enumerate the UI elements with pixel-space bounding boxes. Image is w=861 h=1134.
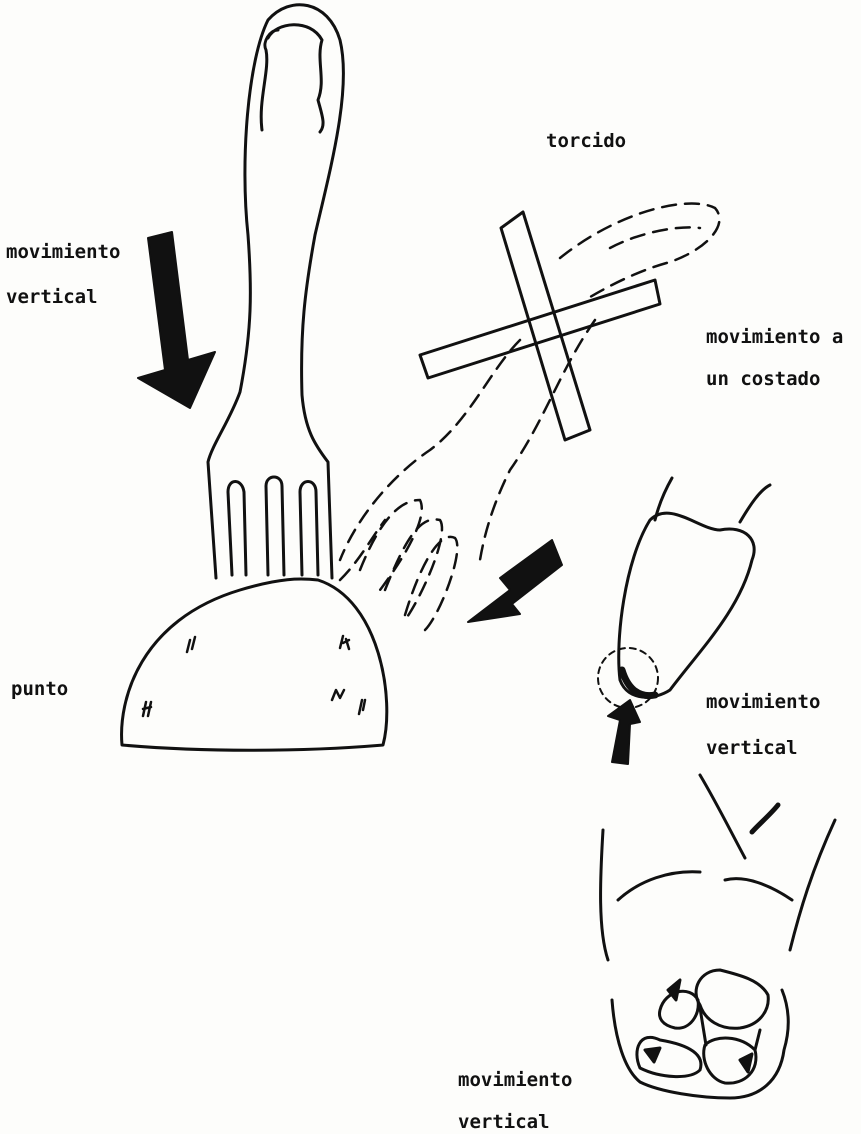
fork-tine-3 [300,482,318,576]
label-tooth-movement-line1: movimiento [706,692,820,712]
vertical-movement-arrow-tooth [608,700,640,764]
jaw-illustration [601,775,835,1098]
label-left-movement-line1: movimiento [6,242,120,262]
label-torcido: torcido [546,131,626,151]
fork-tine-1 [228,482,246,576]
label-bottom-movement-line2: vertical [458,1112,550,1132]
fork-tine-2 [266,477,284,575]
fork-illustration [208,5,343,578]
vertical-movement-arrow-left [138,232,215,408]
twisted-cross [420,212,660,440]
fork-handle-ornament [261,25,323,132]
food-dome [122,579,387,750]
label-punto: punto [11,679,68,699]
label-tooth-movement-line2: vertical [706,738,798,758]
label-bottom-movement-line1: movimiento [458,1070,572,1090]
label-side-movement-line2: un costado [706,369,820,389]
label-side-movement-line1: movimiento a [706,327,843,347]
label-left-movement-line2: vertical [6,287,98,307]
tooth-illustration [598,478,770,708]
